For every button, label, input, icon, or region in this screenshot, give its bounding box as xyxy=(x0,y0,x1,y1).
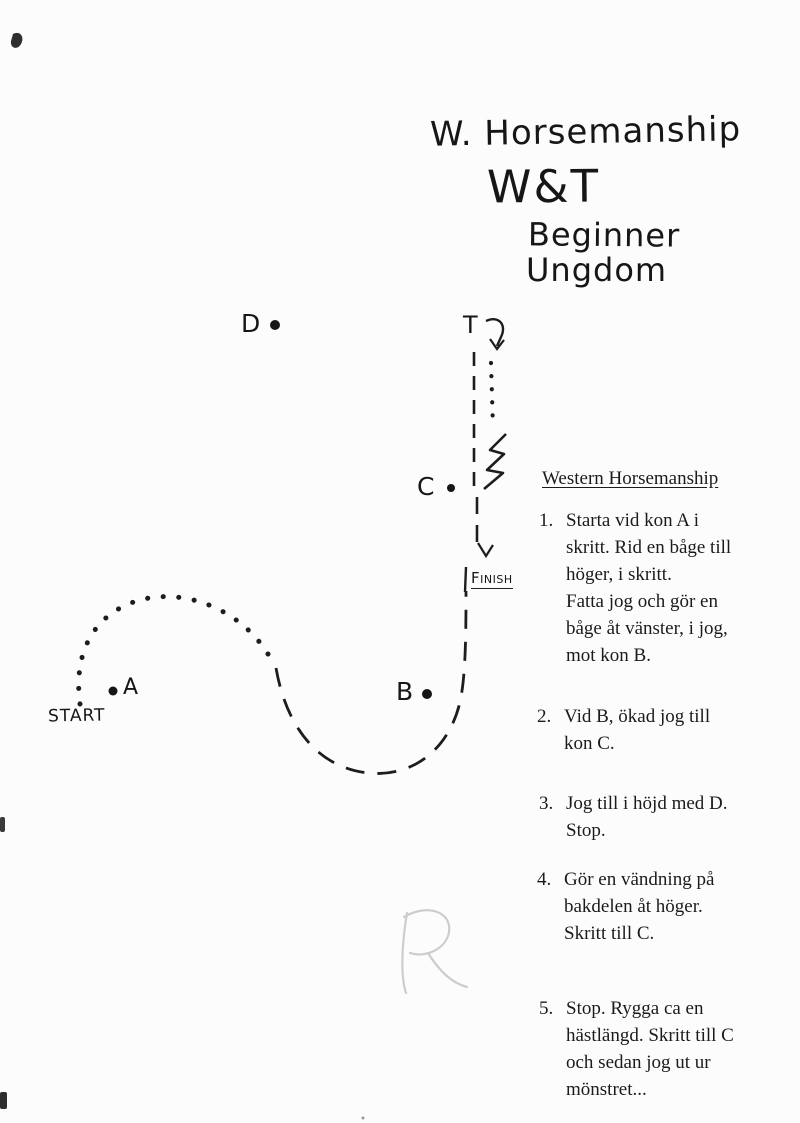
instruction-item-1: 1. Starta vid kon A i skritt. Rid en båg… xyxy=(539,507,794,669)
instruction-item-2: 2. Vid B, ökad jog till kon C. xyxy=(537,703,792,757)
signature-scribble xyxy=(401,909,469,995)
finish-label: Finish xyxy=(471,569,513,589)
instruction-text: Starta vid kon A i skritt. Rid en båge t… xyxy=(566,510,732,666)
title-line-1: W. Horsemanship xyxy=(429,109,742,155)
top-marker-label: T xyxy=(463,311,478,339)
top-arrow xyxy=(485,318,505,347)
instruction-number: 2. xyxy=(537,706,552,727)
finish-arrowhead xyxy=(477,542,494,559)
instruction-item-5: 5. Stop. Rygga ca en hästlängd. Skritt t… xyxy=(539,995,794,1103)
scan-artifact-left-edge xyxy=(0,817,5,832)
cone-a-label: A xyxy=(123,675,139,700)
instruction-number: 5. xyxy=(539,998,554,1019)
zigzag-symbol xyxy=(483,433,507,490)
instructions-heading: Western Horsemanship xyxy=(542,468,719,489)
instruction-number: 1. xyxy=(539,510,554,531)
title-line-2: W&T xyxy=(486,159,601,214)
cone-d-label: D xyxy=(241,309,261,338)
scan-artifact-bottom-left xyxy=(0,1092,7,1109)
cone-c-label: C xyxy=(417,472,435,501)
walk-dotted-arc xyxy=(76,594,275,707)
instruction-number: 4. xyxy=(537,869,552,890)
scan-speck xyxy=(361,1116,365,1120)
center-dotted-line xyxy=(488,360,496,431)
cone-a-dot xyxy=(108,686,118,696)
top-arrowhead xyxy=(489,338,505,351)
title-line-3: Beginner xyxy=(527,215,681,255)
instruction-text: Jog till i höjd med D. Stop. xyxy=(566,793,728,841)
instruction-text: Vid B, ökad jog till kon C. xyxy=(564,706,711,754)
instruction-item-4: 4. Gör en vändning på bakdelen åt höger.… xyxy=(537,866,792,947)
title-line-4: Ungdom xyxy=(526,251,668,289)
start-label: START xyxy=(47,705,106,727)
cone-b-label: B xyxy=(396,677,414,706)
cone-d-dot xyxy=(270,320,280,330)
cone-b-dot xyxy=(422,689,432,699)
cone-c-dot xyxy=(447,484,455,492)
instruction-text: Gör en vändning på bakdelen åt höger. Sk… xyxy=(564,869,715,944)
instruction-number: 3. xyxy=(539,793,554,814)
jog-dashed-curve xyxy=(274,590,468,775)
instruction-item-3: 3. Jog till i höjd med D. Stop. xyxy=(539,790,794,844)
instruction-text: Stop. Rygga ca en hästlängd. Skritt till… xyxy=(566,998,734,1100)
finish-tick xyxy=(463,566,468,593)
scan-artifact-top-left-icon xyxy=(10,32,23,48)
